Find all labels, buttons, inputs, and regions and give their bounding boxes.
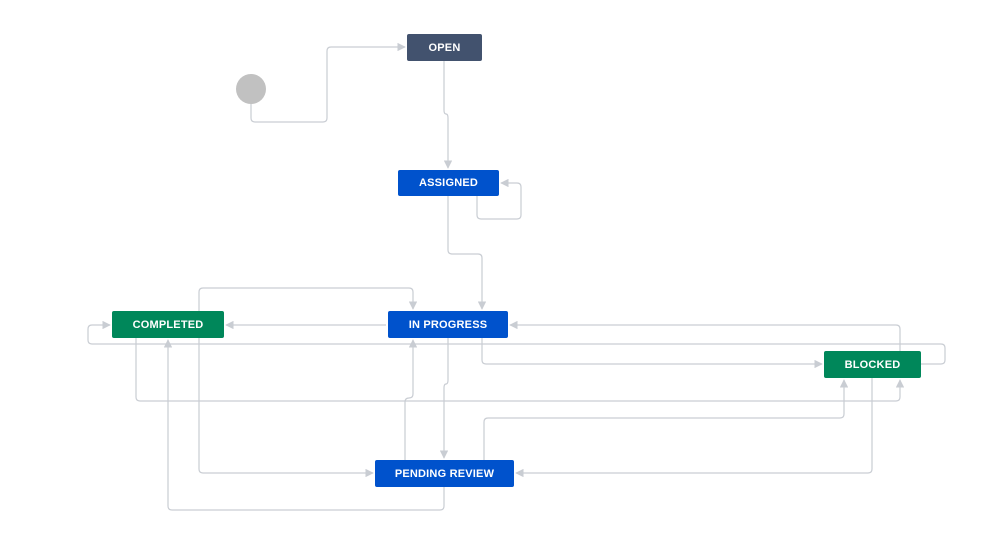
status-assigned[interactable]: ASSIGNED <box>398 170 499 196</box>
transition-line <box>447 196 487 310</box>
transition-line <box>443 61 453 169</box>
status-in-progress[interactable]: IN PROGRESS <box>388 311 508 338</box>
transition-line <box>198 287 418 311</box>
transition-hit-area[interactable] <box>199 338 373 473</box>
transition-hit-area[interactable] <box>251 47 405 122</box>
transition-hit-area[interactable] <box>199 288 413 311</box>
transition-assigned-to-in-progress[interactable] <box>447 196 487 310</box>
status-blocked[interactable]: BLOCKED <box>824 351 921 378</box>
transition-line <box>476 178 522 220</box>
start-circle-icon[interactable] <box>236 74 266 104</box>
transition-line <box>250 42 406 123</box>
transition-line <box>439 338 449 459</box>
transition-blocked-to-pending-review[interactable] <box>515 378 873 478</box>
transition-blocked-to-in-progress[interactable] <box>509 320 901 351</box>
transition-hit-area[interactable] <box>516 378 872 473</box>
transition-hit-area[interactable] <box>484 380 844 460</box>
transition-pending-review-to-blocked[interactable] <box>483 379 849 460</box>
transition-completed-to-blocked[interactable] <box>135 338 905 402</box>
transition-open-to-assigned[interactable] <box>443 61 453 169</box>
transition-in-progress-to-pending-review[interactable] <box>439 338 449 459</box>
transition-line <box>483 379 849 460</box>
transition-blocked-to-completed[interactable] <box>87 320 946 365</box>
transition-line <box>404 339 418 460</box>
transition-in-progress-to-blocked[interactable] <box>481 338 823 369</box>
transition-line <box>163 339 445 511</box>
transition-completed-to-in-progress[interactable] <box>198 287 418 311</box>
transition-line <box>198 338 374 478</box>
transition-line <box>509 320 901 351</box>
transition-pending-review-to-completed[interactable] <box>163 339 445 511</box>
transition-pending-review-to-in-progress[interactable] <box>404 339 418 460</box>
transition-hit-area[interactable] <box>405 340 413 460</box>
transition-assigned-to-assigned[interactable] <box>476 178 522 220</box>
transition-start-to-open[interactable] <box>250 42 406 123</box>
transition-completed-to-pending-review[interactable] <box>198 338 374 478</box>
transition-line <box>481 338 823 369</box>
status-completed[interactable]: COMPLETED <box>112 311 224 338</box>
status-pending-review[interactable]: PENDING REVIEW <box>375 460 514 487</box>
transition-line <box>135 338 905 402</box>
transition-line <box>515 378 873 478</box>
transition-lines <box>87 42 946 511</box>
status-open[interactable]: OPEN <box>407 34 482 61</box>
transition-line <box>87 320 946 365</box>
